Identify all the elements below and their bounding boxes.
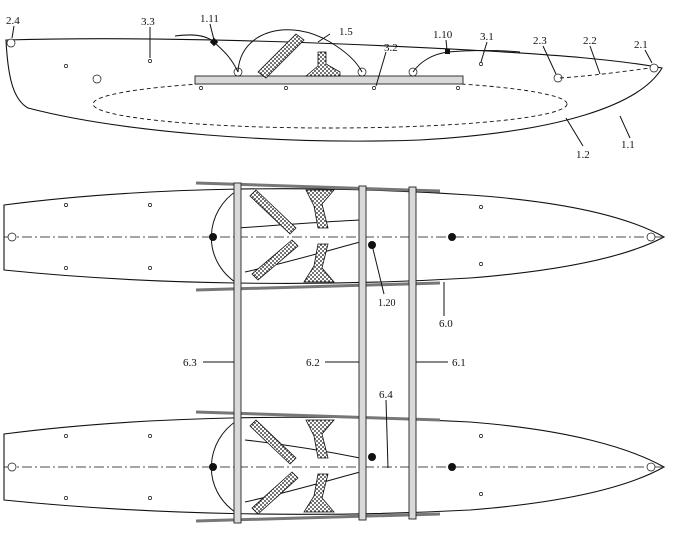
clip-1-11 [209, 37, 219, 47]
label-2-2: 2.2 [583, 35, 597, 47]
mast-point [209, 463, 217, 471]
hole [64, 496, 68, 500]
label-3-1: 3.1 [480, 31, 494, 43]
leader [209, 23, 215, 41]
label-3-3: 3.3 [141, 16, 155, 28]
ring-fitting [646, 232, 656, 242]
label-1-5: 1.5 [339, 26, 353, 38]
pedal-arm [249, 189, 297, 235]
pedal-line [244, 439, 361, 459]
ring-fitting-2-4 [6, 38, 16, 48]
hole-3-2 [372, 86, 376, 90]
leader [375, 51, 387, 87]
ring-fitting [7, 462, 17, 472]
label-2-3: 2.3 [533, 35, 547, 47]
leader [317, 33, 331, 43]
hole [199, 86, 203, 90]
mast-point [209, 233, 217, 241]
drive-unit [305, 419, 335, 459]
seat-curve-lower [210, 419, 239, 515]
label-6-4: 6.4 [379, 389, 393, 401]
mast-point [448, 463, 456, 471]
leader [619, 115, 631, 139]
cross-beam-6-3 [233, 182, 242, 524]
upper-hull [3, 188, 666, 284]
side-view: 2.4 3.3 1.11 1.5 3.2 1.10 3.1 2.3 2.2 2.… [5, 13, 663, 161]
hole [456, 86, 460, 90]
label-1-1: 1.1 [621, 139, 635, 151]
pedal-arm [257, 33, 305, 79]
hole [64, 203, 68, 207]
hole-3-1 [479, 62, 483, 66]
label-3-2: 3.2 [384, 42, 398, 54]
hole [479, 492, 483, 496]
label-6-2: 6.2 [306, 357, 320, 369]
leader [565, 117, 584, 147]
cross-beam-6-2 [358, 185, 367, 521]
ring-fitting [646, 462, 656, 472]
label-1-2: 1.2 [576, 149, 590, 161]
leader [589, 45, 601, 75]
rail-bottom-lower [195, 512, 441, 523]
label-1-11: 1.11 [200, 13, 219, 25]
label-1-20: 1.20 [378, 298, 396, 309]
hole [148, 496, 152, 500]
hole [148, 434, 152, 438]
seat-curve-upper [210, 189, 239, 285]
leader [11, 25, 15, 39]
leader [371, 244, 385, 295]
pedal-line [237, 219, 361, 229]
leader [644, 49, 653, 64]
label-1-10: 1.10 [433, 29, 453, 41]
hole [148, 203, 152, 207]
hole [148, 266, 152, 270]
label-6-0: 6.0 [439, 318, 453, 330]
pedal-arm [249, 419, 297, 465]
hole [479, 262, 483, 266]
leader [385, 399, 389, 469]
leader [542, 45, 557, 75]
cross-beam-6-1 [408, 186, 417, 520]
label-6-3: 6.3 [183, 357, 197, 369]
deck-beam [194, 75, 464, 85]
hole [479, 434, 483, 438]
dashed-line-2-2 [559, 67, 651, 79]
pedal-arm [251, 471, 299, 515]
drive-unit [303, 473, 335, 513]
leader [445, 39, 448, 51]
rail-bottom-upper [195, 281, 441, 292]
leader [480, 41, 488, 63]
ring-fitting [7, 232, 17, 242]
drive-unit [303, 243, 335, 283]
hole-3-3 [148, 59, 152, 63]
label-6-1: 6.1 [452, 357, 466, 369]
drive-unit [304, 51, 341, 77]
hole [64, 266, 68, 270]
clip-1-10 [445, 49, 450, 54]
pedal-arm [251, 239, 299, 281]
hole [479, 205, 483, 209]
lower-hull [3, 416, 666, 515]
hole [64, 434, 68, 438]
ring-fitting-rear [92, 74, 102, 84]
mast-point [448, 233, 456, 241]
hole [284, 86, 288, 90]
point-6-4 [368, 453, 376, 461]
ring-fitting-2-1 [649, 63, 659, 73]
hole [64, 64, 68, 68]
label-2-4: 2.4 [6, 15, 20, 27]
sail-curve-1-5 [237, 29, 363, 73]
drive-unit [305, 189, 335, 229]
label-2-1: 2.1 [634, 39, 648, 51]
side-hull [5, 38, 663, 142]
plan-view: 1.20 6.0 6.3 6.2 6.1 6.4 [3, 181, 666, 524]
pedal-line [244, 471, 361, 503]
